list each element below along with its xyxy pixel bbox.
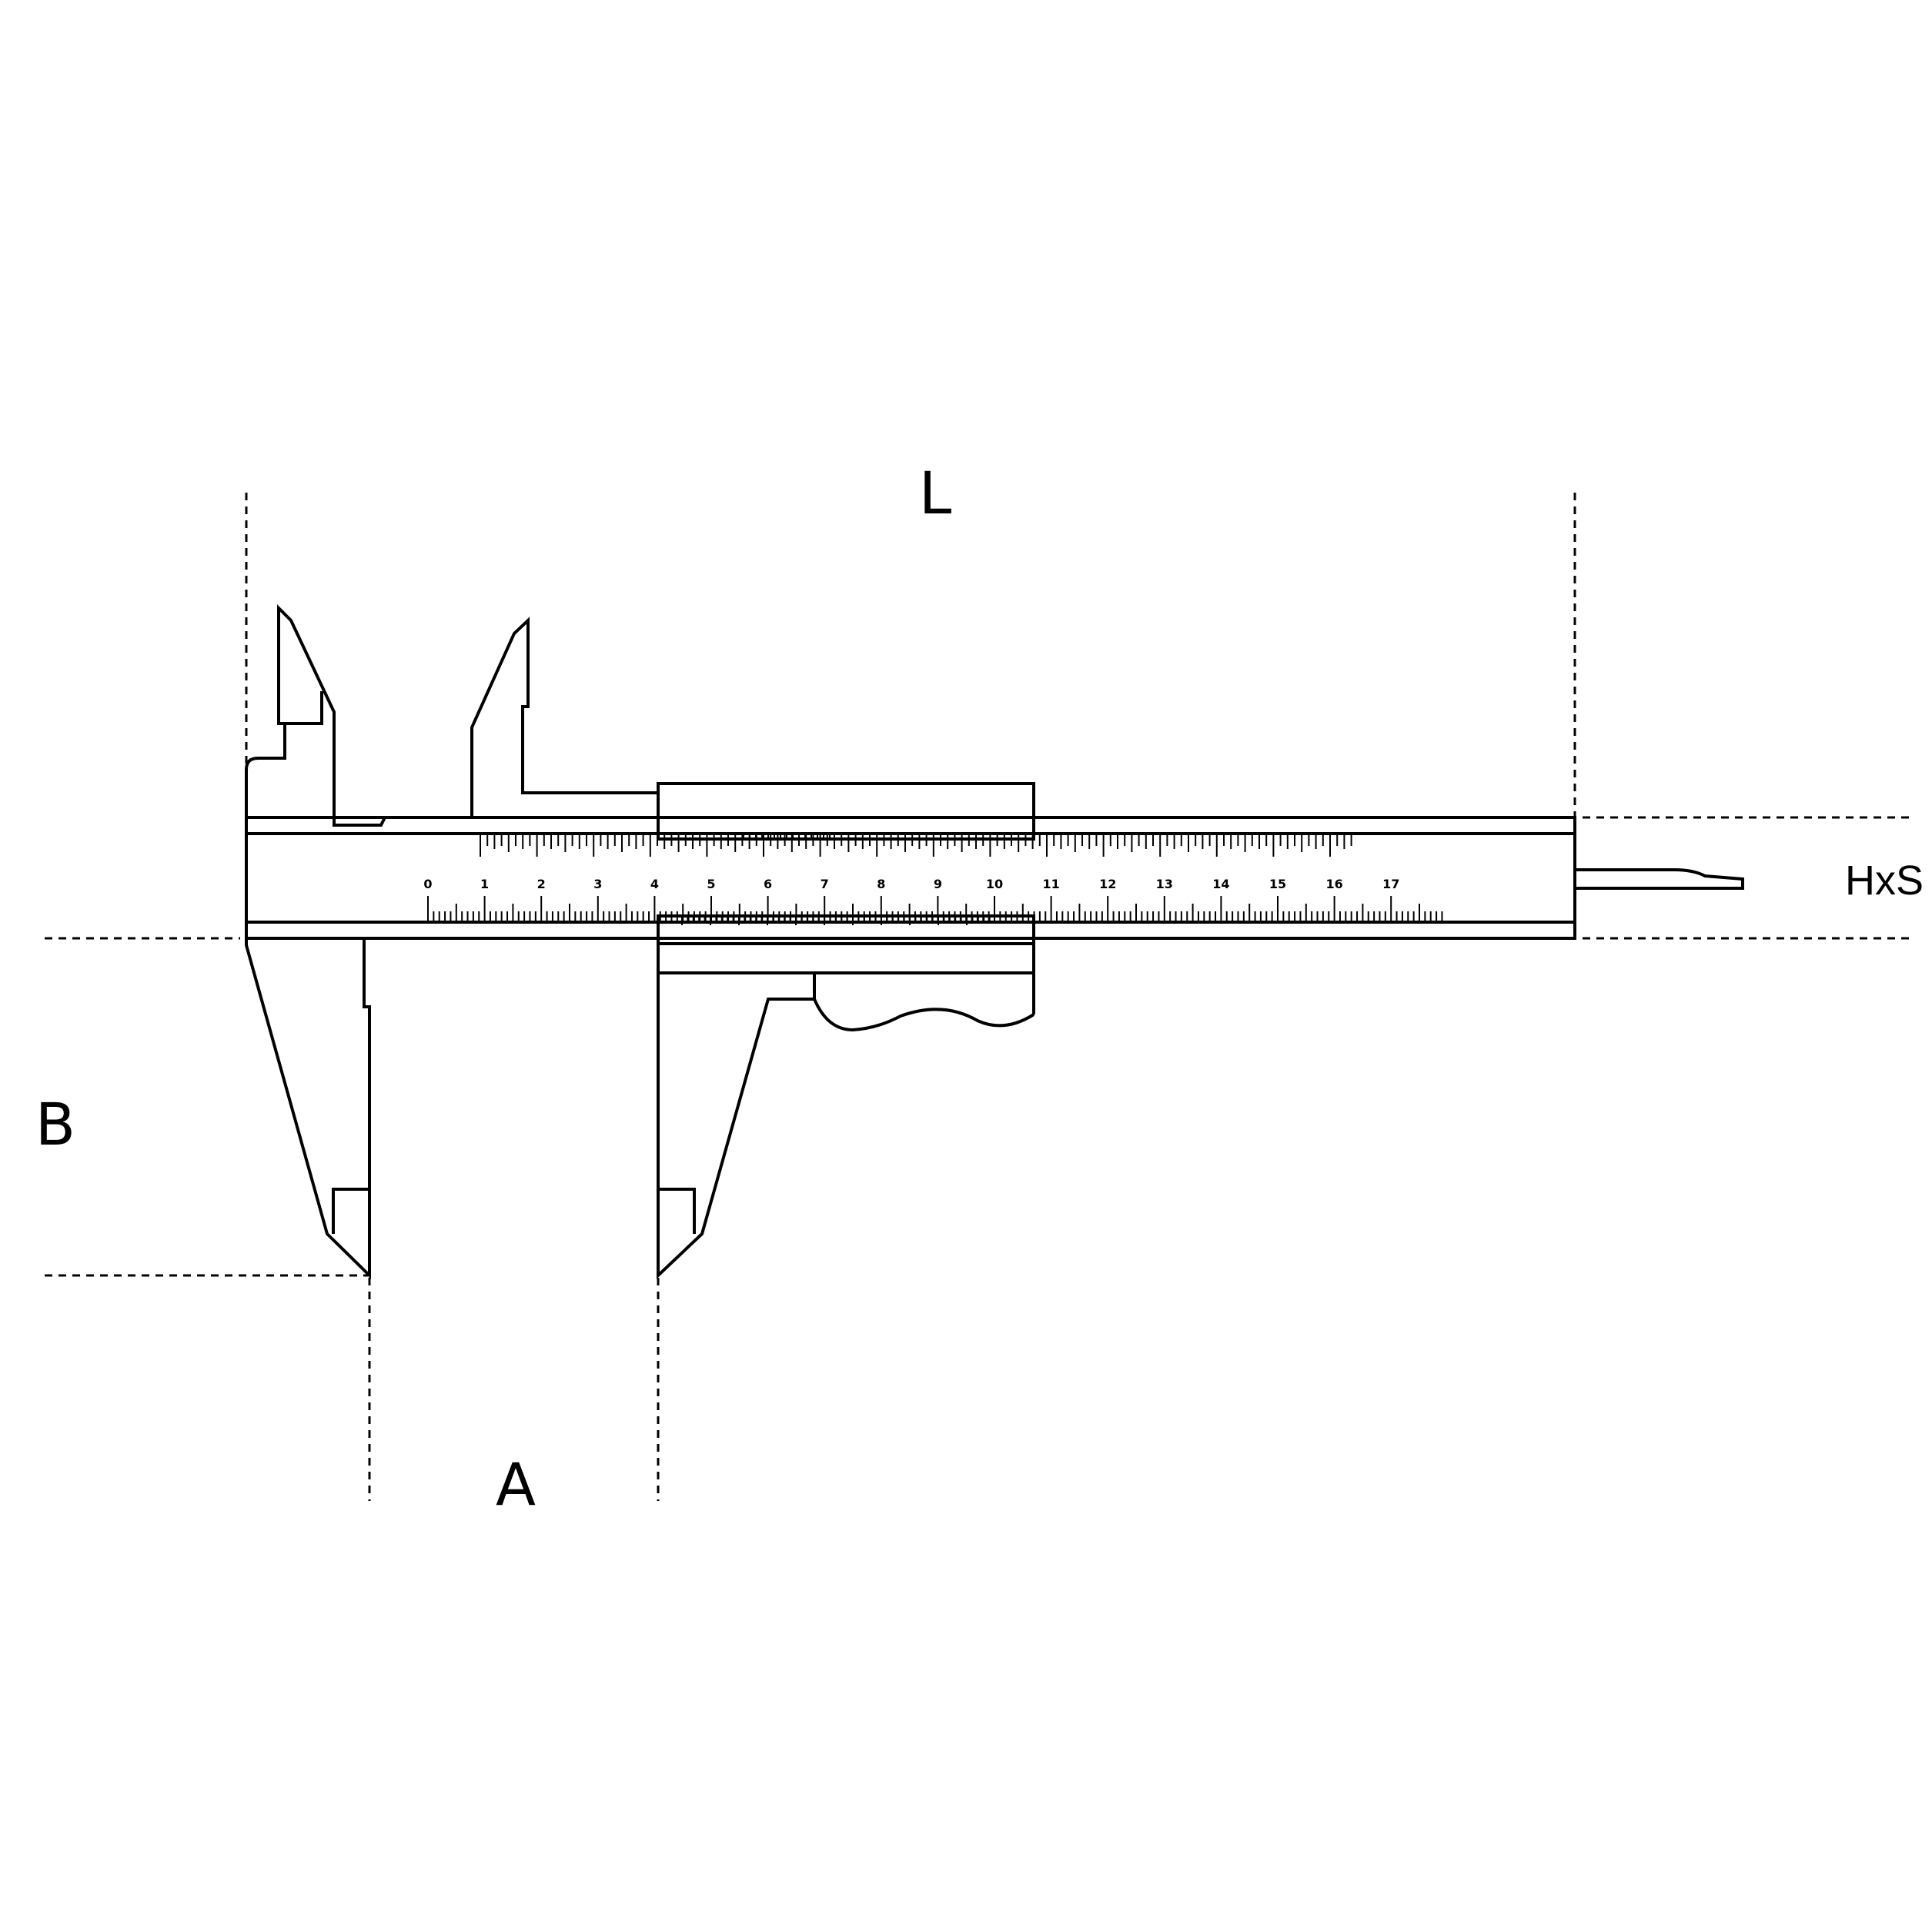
scale-number: 5 xyxy=(707,877,715,891)
fixed-lower-jaw-notch xyxy=(332,1188,369,1234)
fixed-upper-jaw xyxy=(245,604,386,827)
scale-number: 9 xyxy=(934,877,942,891)
main-scale-numbers: 0 1 2 3 4 5 6 7 8 9 10 11 12 13 14 15 16… xyxy=(423,877,1399,891)
fixed-lower-jaw xyxy=(245,938,371,1279)
scale-number: 7 xyxy=(821,877,829,891)
scale-number: 15 xyxy=(1269,877,1286,891)
sliding-lower-jaw xyxy=(657,973,814,1279)
scale-number: 14 xyxy=(1212,877,1229,891)
section-label: HxS xyxy=(1845,857,1924,904)
beam-outline xyxy=(245,816,1576,940)
scale-number: 6 xyxy=(764,877,772,891)
slider-body xyxy=(657,944,1034,974)
sliding-upper-jaw xyxy=(470,617,658,817)
scale-number: 1 xyxy=(480,877,489,891)
scale-number: 8 xyxy=(877,877,885,891)
scale-number: 12 xyxy=(1099,877,1116,891)
scale-number: 3 xyxy=(593,877,602,891)
scale-number: 10 xyxy=(986,877,1003,891)
sliding-lower-jaw-notch xyxy=(658,1188,696,1234)
scale-number: 4 xyxy=(650,877,659,891)
upper-vernier-window xyxy=(657,782,1035,841)
length-label: L xyxy=(919,459,951,527)
dimension-lines xyxy=(45,493,1912,1501)
fixed-upper-jaw-notch xyxy=(285,691,323,725)
scale-number: 17 xyxy=(1382,877,1399,891)
thumb-grip xyxy=(813,973,1035,1032)
scale-number: 2 xyxy=(537,877,546,891)
scale-number: 16 xyxy=(1325,877,1342,891)
height-label: B xyxy=(35,1090,75,1158)
scale-ticks xyxy=(427,833,1443,925)
scale-number: 11 xyxy=(1042,877,1059,891)
jaw-opening-label: A xyxy=(496,1450,536,1519)
depth-rod xyxy=(1575,868,1744,890)
scale-number: 13 xyxy=(1156,877,1173,891)
scale-number: 0 xyxy=(423,877,432,891)
